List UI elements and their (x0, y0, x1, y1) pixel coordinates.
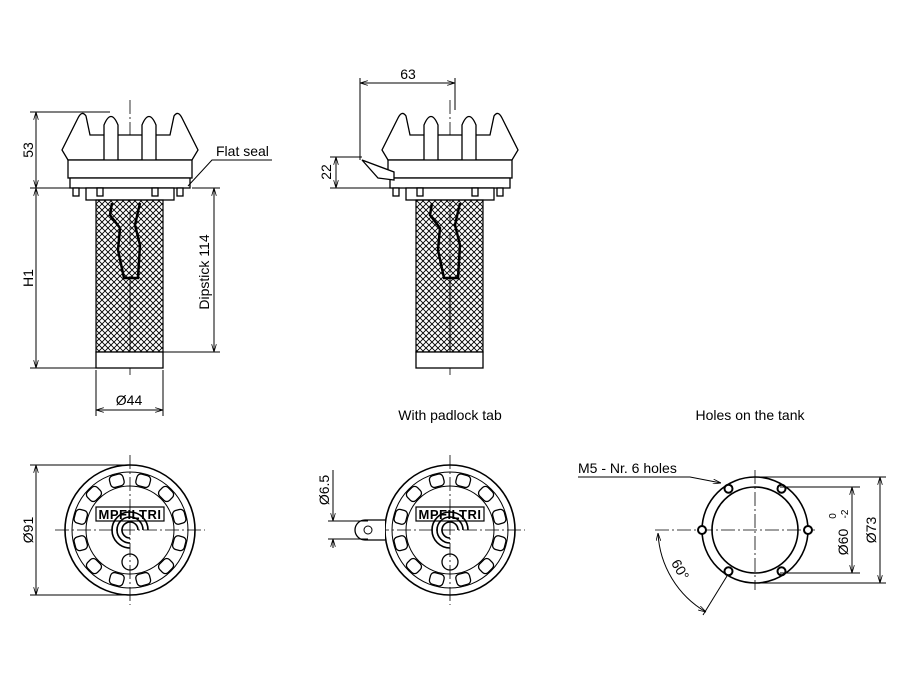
dim-hole-6-5: Ø6.5 (316, 475, 332, 506)
bolt (176, 187, 184, 197)
grip-lobe (405, 557, 423, 575)
cap-rib (141, 115, 157, 160)
bolt (471, 187, 479, 197)
dim-dipstick: Dipstick 114 (196, 234, 212, 309)
m5-hole (697, 525, 707, 535)
m5-hole (803, 525, 813, 535)
grip-lobe (73, 535, 89, 552)
filter-bottom (415, 351, 484, 369)
cap (381, 112, 519, 161)
grip-lobe (135, 571, 152, 587)
m5-hole (776, 483, 787, 494)
side-view-dimensions: 53 H1 Dipstick 114 Ø44 Flat seal (20, 111, 272, 416)
filter-bottom (95, 351, 164, 369)
cap-rib (103, 115, 119, 160)
brand-logo: MPFILTRI (419, 507, 482, 522)
dim-cap-height: 53 (20, 142, 36, 158)
dim-bolt-circle-73: Ø73 (863, 517, 879, 544)
dipstick (108, 202, 142, 280)
grip-lobe (477, 557, 495, 575)
padlock-side-view (381, 100, 519, 375)
caption-padlock: With padlock tab (398, 407, 502, 423)
grip-lobe (428, 473, 445, 489)
flange (389, 177, 511, 189)
label-m5-holes: M5 - Nr. 6 holes (578, 460, 677, 476)
tank-holes-view: Holes on the tank M5 - Nr. 6 holes Ø60 0… (578, 407, 886, 616)
grip-lobe (393, 508, 409, 525)
bolt (151, 187, 159, 197)
grip-lobe (135, 473, 152, 489)
grip-lobe (455, 571, 472, 587)
dim-total-height: H1 (20, 269, 36, 287)
grip-lobe (73, 508, 89, 525)
bolt (392, 187, 400, 197)
cap-base (67, 159, 193, 179)
grip-lobe (455, 473, 472, 489)
bolt (496, 187, 504, 197)
grip-lobe (393, 535, 409, 552)
m5-hole (776, 566, 787, 577)
m5-hole (723, 566, 734, 577)
dim-outer-91: Ø91 (20, 517, 36, 544)
grip-lobe (108, 473, 125, 489)
grip-lobe (428, 571, 445, 587)
grip-lobe (477, 485, 495, 503)
brand-logo: MPFILTRI (99, 507, 162, 522)
dim-diameter-44: Ø44 (116, 392, 143, 408)
dim-bore-60: Ø60 (835, 529, 851, 556)
grip-lobe (108, 571, 125, 587)
grip-lobe (171, 535, 187, 552)
dim-tab-width: 63 (400, 66, 416, 82)
bolt (416, 187, 424, 197)
m5-hole (723, 483, 734, 494)
side-view (61, 100, 199, 375)
label-flat-seal: Flat seal (216, 143, 269, 159)
top-view: MPFILTRI (55, 455, 205, 605)
grip-lobe (157, 485, 175, 503)
grip-lobe (491, 508, 507, 525)
dim-bore-tol-upper: 0 (828, 513, 839, 519)
padlock-tab-top (354, 519, 385, 541)
dim-tab-height: 22 (318, 164, 334, 180)
cap-base (387, 159, 513, 179)
padlock-top-view: MPFILTRI (375, 455, 525, 605)
cap-rib (423, 115, 439, 160)
flange (69, 177, 191, 189)
grip-lobe (157, 557, 175, 575)
dipstick (428, 202, 462, 280)
grip-lobe (85, 485, 103, 503)
padlock-tab (361, 159, 395, 181)
grip-lobe (491, 535, 507, 552)
dim-bore-tol-lower: -2 (840, 509, 851, 518)
top-view-dimensions: Ø91 Ø6.5 (20, 464, 385, 596)
grip-lobe (85, 557, 103, 575)
bolt (72, 187, 80, 197)
caption-tank-holes: Holes on the tank (696, 407, 806, 423)
bolt (96, 187, 104, 197)
cap (61, 112, 199, 161)
grip-lobe (405, 485, 423, 503)
grip-lobe (171, 508, 187, 525)
padlock-side-dimensions: 63 22 With padlock tab (318, 66, 502, 423)
cap-rib (461, 115, 477, 160)
